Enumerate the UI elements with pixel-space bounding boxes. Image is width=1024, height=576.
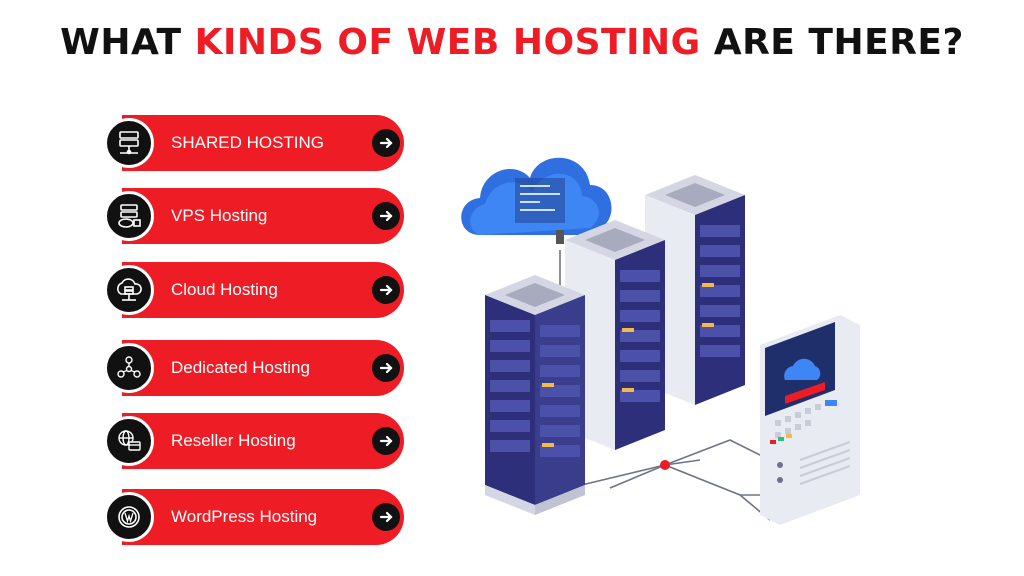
arrow-right-icon[interactable] <box>372 202 400 230</box>
hosting-item-wordpress[interactable]: WordPress Hosting <box>100 489 404 545</box>
arrow-right-icon[interactable] <box>372 276 400 304</box>
pill-background <box>122 188 404 244</box>
hosting-item-reseller[interactable]: Reseller Hosting <box>100 413 404 469</box>
title-part-1: WHAT <box>60 22 195 63</box>
title-highlight: KINDS OF WEB HOSTING <box>194 22 701 63</box>
wordpress-icon <box>104 492 154 542</box>
pill-background <box>122 115 404 171</box>
page-title: WHAT KINDS OF WEB HOSTING ARE THERE? <box>0 22 1024 63</box>
hosting-types-list: SHARED HOSTING VPS Hosting Cloud Hosting <box>0 0 420 576</box>
arrow-right-icon[interactable] <box>372 129 400 157</box>
hosting-item-cloud[interactable]: Cloud Hosting <box>100 262 404 318</box>
cloud-icon <box>461 157 612 244</box>
dedicated-network-icon <box>104 343 154 393</box>
pill-background <box>122 489 404 545</box>
arrow-right-icon[interactable] <box>372 427 400 455</box>
server-illustration <box>440 100 890 540</box>
network-node-icon <box>660 460 670 470</box>
hosting-item-label: Dedicated Hosting <box>171 358 310 377</box>
shared-hosting-server-icon <box>104 118 154 168</box>
hosting-item-label: Cloud Hosting <box>171 280 278 299</box>
hosting-item-label: VPS Hosting <box>171 206 268 225</box>
hosting-item-label: WordPress Hosting <box>171 507 318 526</box>
hosting-item-shared[interactable]: SHARED HOSTING <box>100 115 404 171</box>
hosting-item-label: SHARED HOSTING <box>171 133 325 152</box>
cloud-server-icon <box>104 265 154 315</box>
hosting-item-label: Reseller Hosting <box>171 431 296 450</box>
title-part-2: ARE THERE? <box>700 22 964 63</box>
pill-background <box>122 340 404 396</box>
hosting-item-vps[interactable]: VPS Hosting <box>100 188 404 244</box>
server-rack-left <box>485 275 585 515</box>
hosting-item-dedicated[interactable]: Dedicated Hosting <box>100 340 404 396</box>
arrow-right-icon[interactable] <box>372 354 400 382</box>
vps-server-icon <box>104 191 154 241</box>
globe-card-icon <box>104 416 154 466</box>
computer-terminal-icon <box>760 315 860 525</box>
pill-background <box>122 413 404 469</box>
arrow-right-icon[interactable] <box>372 503 400 531</box>
pill-background <box>122 262 404 318</box>
